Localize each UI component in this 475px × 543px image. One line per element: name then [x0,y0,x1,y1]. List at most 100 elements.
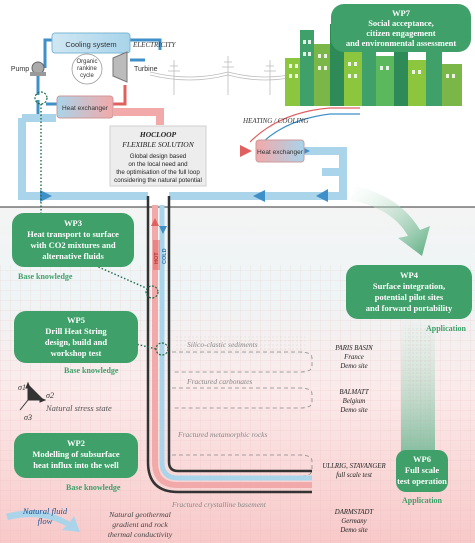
wp5-line2: design, build and [45,337,107,347]
wp6-title: WP6 [413,454,431,464]
wp7-title: WP7 [392,8,411,18]
site-balmatt-name: BALMATT [339,389,369,396]
site-darmstadt-country: Germany [341,518,367,525]
sediment-texture [175,334,305,356]
wp2-line2: heat influx into the well [33,460,119,470]
flow-arrow-right [316,189,328,202]
cooling-system-box [51,32,131,54]
hocloop-box [109,125,207,187]
cold-flow-arrow [159,226,167,234]
wp4-line3: and forward portability [366,303,453,313]
flow-arrow-left [40,190,52,202]
site-ullrig-name: ULLRIG, STAVANGER [322,463,386,470]
application-arrow-texture [405,325,431,445]
stress-axes-icon [19,381,47,411]
wp3-line3: alternative fluids [42,251,104,261]
heat-exchanger-left [56,95,114,119]
orc-line1: Organic [76,59,97,65]
wp6-line1: Full scale [405,465,439,475]
pump-icon [30,61,46,76]
wp4-box [346,265,472,319]
orc-line3: cycle [80,73,94,79]
cold-label: COLD [162,248,168,264]
well-string [146,196,312,494]
wp5-focus-circle [155,342,169,356]
layer-metamorphic: Fractured metamorphic rocks [177,430,268,439]
wp7-line3: and environmental assessment [346,38,457,48]
wp3-line1: Heat transport to surface [27,229,119,239]
heat-exchanger-right-label: Heat exchanger [257,149,304,156]
sigma2-label: σ2 [46,391,54,400]
wp3-focus-circle-bottom [145,285,159,299]
fluid-flow-arrow [6,510,80,532]
wp2-title: WP2 [67,438,85,448]
hocloop-body-4: considering the natural potential [114,177,202,184]
site-paris-name: PARIS BASIN [334,345,373,352]
wp3-line2: with CO2 mixtures and [30,240,115,250]
wp4-title: WP4 [400,270,419,280]
wp7-box [331,4,471,52]
base-knowledge-3: Base knowledge [66,483,121,492]
site-paris-country: France [343,354,364,361]
hocloop-body-2: on the local need and [128,161,188,168]
site-ullrig-type: full scale test [336,472,373,479]
turbine-icon [112,51,128,83]
fluid-flow-label-2: flow [38,516,53,526]
layer-crystalline: Fractured crystalline basement [171,500,267,509]
hocloop-body-3: the optimisation of the full loop [116,169,200,176]
heat-exchanger-left-label: Heat exchanger [62,105,109,112]
wp3-box [12,213,134,267]
hocloop-title: HOCLOOP [139,130,177,139]
wp7-line2: citizen engagement [366,28,435,38]
sigma1-label: σ1 [18,383,26,392]
site-balmatt-type: Demo site [339,407,367,414]
wp5-title: WP5 [67,315,85,325]
wp3-focus-circle-top [34,91,48,105]
heat-exchanger-right [255,139,305,163]
pump-label: Pump [11,66,29,73]
flow-arrow-hot [240,145,252,157]
wp2-line1: Modelling of subsurface [32,449,120,459]
site-balmatt-country: Belgium [343,398,366,405]
application-label-2: Application [402,496,443,505]
gradient-label-3: thermal conductivity [108,530,173,539]
orc-cycle-circle [71,53,103,85]
wp2-box [14,433,138,478]
sigma3-label: σ3 [24,413,32,422]
site-paris-type: Demo site [339,363,367,370]
power-lines [149,56,303,95]
electricity-label: ELECTRICITY [132,41,177,49]
gradient-label-2: gradient and rock [112,520,168,529]
site-darmstadt-name: DARMSTADT [334,509,375,516]
base-knowledge-1: Base knowledge [18,272,73,281]
hot-label: HOT [154,252,160,264]
hocloop-subtitle: FLEXIBLE SOLUTION [121,140,194,149]
application-label-1: Application [426,324,467,333]
wp4-line2: potential pilot sites [375,292,444,302]
natural-stress-label: Natural stress state [45,403,112,413]
layer-carbonates: Fractured carbonates [186,377,252,386]
wp7-line1: Social acceptance, [368,18,434,28]
cooling-system-label: Cooling system [65,40,116,49]
wp5-box [14,311,138,363]
flow-arrow-mid [253,190,265,202]
gradient-label-1: Natural geothermal [108,510,171,519]
hocloop-body-1: Global design based [130,153,187,160]
wp6-line2: test operation [397,476,447,486]
fluid-flow-label-1: Natural fluid [22,506,68,516]
layer-silico: Silico-clastic sediments [187,340,258,349]
wp3-title: WP3 [64,218,82,228]
orc-line2: rankine [77,66,97,72]
wp5-line3: workshop test [51,348,102,358]
heating-cooling-label: HEATING / COOLING [242,117,308,125]
wp6-box [396,450,448,492]
integration-arrow [350,186,430,256]
site-darmstadt-type: Demo site [339,527,367,534]
wp4-line1: Surface integration, [373,281,445,291]
hot-flow-arrow [151,218,159,226]
base-knowledge-2: Base knowledge [64,366,119,375]
wp5-line1: Drill Heat String [45,326,107,336]
turbine-label: Turbine [134,66,158,73]
